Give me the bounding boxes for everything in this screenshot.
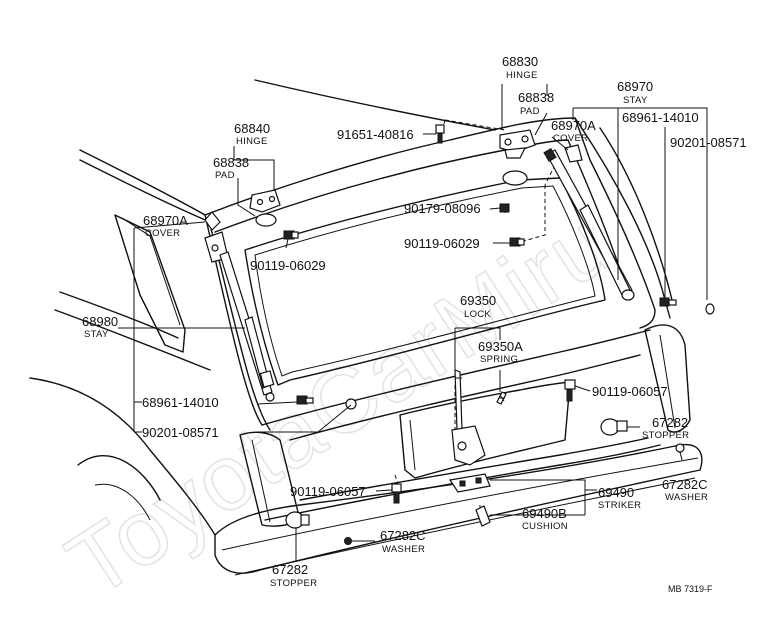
cover-left: [204, 211, 221, 231]
mount-lines: [394, 119, 571, 512]
label-67282-right-number: 67282: [652, 415, 688, 430]
label-68970a-right-desc: COVER: [553, 133, 588, 144]
cover-right: [564, 144, 583, 163]
label-90119-right-mid: 90119-06057: [592, 384, 668, 399]
stay-left: [204, 231, 275, 402]
pad-left: [255, 213, 277, 227]
leader-lines: [118, 84, 708, 562]
parts: [204, 124, 715, 545]
label-67282c-right-number: 67282C: [662, 477, 708, 492]
bolt-90119-upper-right: [509, 237, 525, 247]
label-69350a-desc: SPRING: [480, 354, 518, 365]
label-90119-upper-right: 90119-06029: [404, 236, 480, 251]
bolt-68961-left: [296, 395, 314, 405]
bolt-90119-right-mid: [564, 379, 576, 402]
washer-67282c-left: [344, 537, 352, 545]
label-68838-right-number: 68838: [518, 90, 554, 105]
label-67282c-right-desc: WASHER: [665, 492, 708, 503]
label-69350-number: 69350: [460, 293, 496, 308]
hinge-left: [249, 189, 281, 213]
vehicle-body: [29, 79, 703, 576]
label-68961-right: 68961-14010: [622, 110, 699, 125]
bolt-91651: [435, 124, 445, 144]
washer-67282c-right: [675, 443, 685, 453]
label-69490-number: 69490: [598, 485, 634, 500]
label-90201-left: 90201-08571: [142, 425, 219, 440]
label-68980-number: 68980: [82, 314, 118, 329]
label-68970a-right-number: 68970A: [551, 118, 596, 133]
label-69350-desc: LOCK: [464, 309, 491, 320]
stopper-right: [600, 418, 628, 436]
bolt-90119-lower: [391, 483, 402, 504]
striker: [448, 473, 491, 493]
washer-90201-right: [705, 303, 715, 315]
bolt-90179: [499, 203, 510, 213]
labels: 68830 HINGE 68838 PAD 68970 STAY 68961-1…: [82, 54, 747, 594]
label-68961-left: 68961-14010: [142, 395, 219, 410]
label-69350a-number: 69350A: [478, 339, 523, 354]
label-68838-left-desc: PAD: [215, 170, 235, 181]
label-68840-desc: HINGE: [236, 136, 268, 147]
label-68840-number: 68840: [234, 121, 270, 136]
label-67282-left-number: 67282: [272, 562, 308, 577]
label-90119-upper-left: 90119-06029: [250, 258, 326, 273]
label-90179: 90179-08096: [404, 201, 481, 216]
label-68970-number: 68970: [617, 79, 653, 94]
label-68830-desc: HINGE: [506, 70, 538, 81]
label-68970-desc: STAY: [623, 95, 648, 106]
label-69490-desc: STRIKER: [598, 500, 641, 511]
label-68970a-left-desc: COVER: [145, 228, 180, 239]
label-90201-right: 90201-08571: [670, 135, 747, 150]
label-68970a-left-number: 68970A: [143, 213, 188, 228]
pad-right: [502, 170, 528, 186]
label-69490b-number: 69490B: [522, 506, 567, 521]
figure-code: MB 7319-F: [668, 584, 713, 594]
bolt-68961-right: [659, 297, 677, 307]
bolt-90119-upper-left: [283, 230, 299, 240]
label-91651: 91651-40816: [337, 127, 414, 142]
label-90119-lower: 90119-06057: [290, 484, 366, 499]
stopper-left: [285, 511, 310, 529]
lock-assembly: [451, 369, 486, 466]
label-67282-right-desc: STOPPER: [642, 430, 689, 441]
hinge-right: [499, 129, 536, 159]
cushion: [475, 505, 491, 527]
label-67282c-left-desc: WASHER: [382, 544, 425, 555]
label-68980-desc: STAY: [84, 329, 109, 340]
label-68830-number: 68830: [502, 54, 538, 69]
label-67282c-left-number: 67282C: [380, 528, 426, 543]
label-67282-left-desc: STOPPER: [270, 578, 317, 589]
label-68838-right-desc: PAD: [520, 106, 540, 117]
label-68838-left-number: 68838: [213, 155, 249, 170]
label-69490b-desc: CUSHION: [522, 521, 568, 532]
